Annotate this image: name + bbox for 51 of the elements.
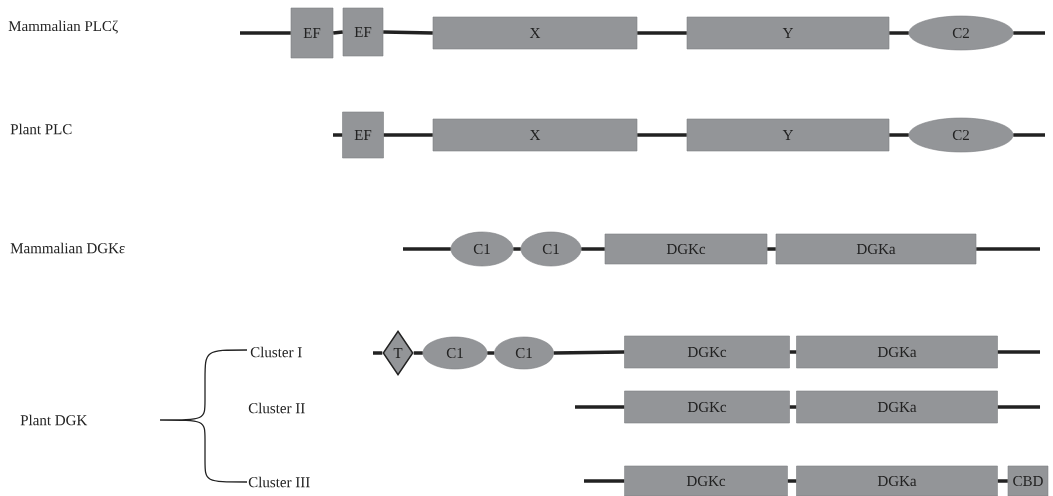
backbone-line (789, 405, 797, 409)
backbone-line (1013, 133, 1045, 137)
backbone-line (581, 247, 605, 251)
backbone-line (1013, 31, 1045, 35)
row-label: Cluster III (248, 476, 310, 488)
domain-box: DGKa (775, 233, 977, 265)
domain-box: CBD (1007, 465, 1049, 496)
backbone-line (333, 133, 343, 137)
row-label: Cluster I (250, 346, 302, 358)
domain-box: Y (686, 118, 890, 152)
backbone-line (383, 30, 433, 35)
backbone-line (584, 479, 625, 483)
backbone-line (403, 247, 451, 251)
row-label: Cluster II (248, 402, 305, 414)
domain-box: EF (342, 111, 384, 159)
domain-box: EF (342, 7, 384, 57)
domain-box: Y (686, 16, 890, 50)
backbone-line (575, 405, 625, 409)
backbone-line (997, 350, 1040, 354)
row-label: Plant DGK (20, 414, 88, 426)
domain-box: DGKa (796, 465, 998, 496)
backbone-line (240, 31, 291, 35)
backbone-line (997, 405, 1040, 409)
backbone-line (487, 351, 495, 355)
domain-box: DGKa (796, 335, 998, 369)
backbone-line (413, 351, 423, 355)
row-label: Plant PLC (10, 123, 72, 135)
backbone-line (889, 133, 909, 137)
backbone-line (333, 30, 343, 35)
row-label: Mammalian DGKε (10, 242, 125, 254)
backbone-line (637, 133, 687, 137)
backbone-line (637, 31, 687, 35)
row-label: Mammalian PLCζ (8, 20, 118, 34)
backbone-line (789, 350, 797, 354)
domain-box: X (432, 118, 638, 152)
domain-box: DGKc (604, 233, 768, 265)
domain-box: DGKa (796, 390, 998, 424)
domain-box: X (432, 16, 638, 50)
backbone-line (383, 133, 433, 137)
backbone-line (553, 350, 625, 355)
backbone-line (787, 479, 797, 483)
backbone-line (976, 247, 1040, 251)
backbone-line (767, 247, 776, 251)
domain-box: EF (290, 7, 334, 59)
backbone-line (997, 479, 1008, 483)
domain-box: DGKc (624, 335, 790, 369)
backbone-line (889, 31, 909, 35)
domain-box: DGKc (624, 465, 788, 496)
backbone-line (373, 351, 383, 355)
backbone-line (513, 247, 521, 251)
domain-box: DGKc (624, 390, 790, 424)
